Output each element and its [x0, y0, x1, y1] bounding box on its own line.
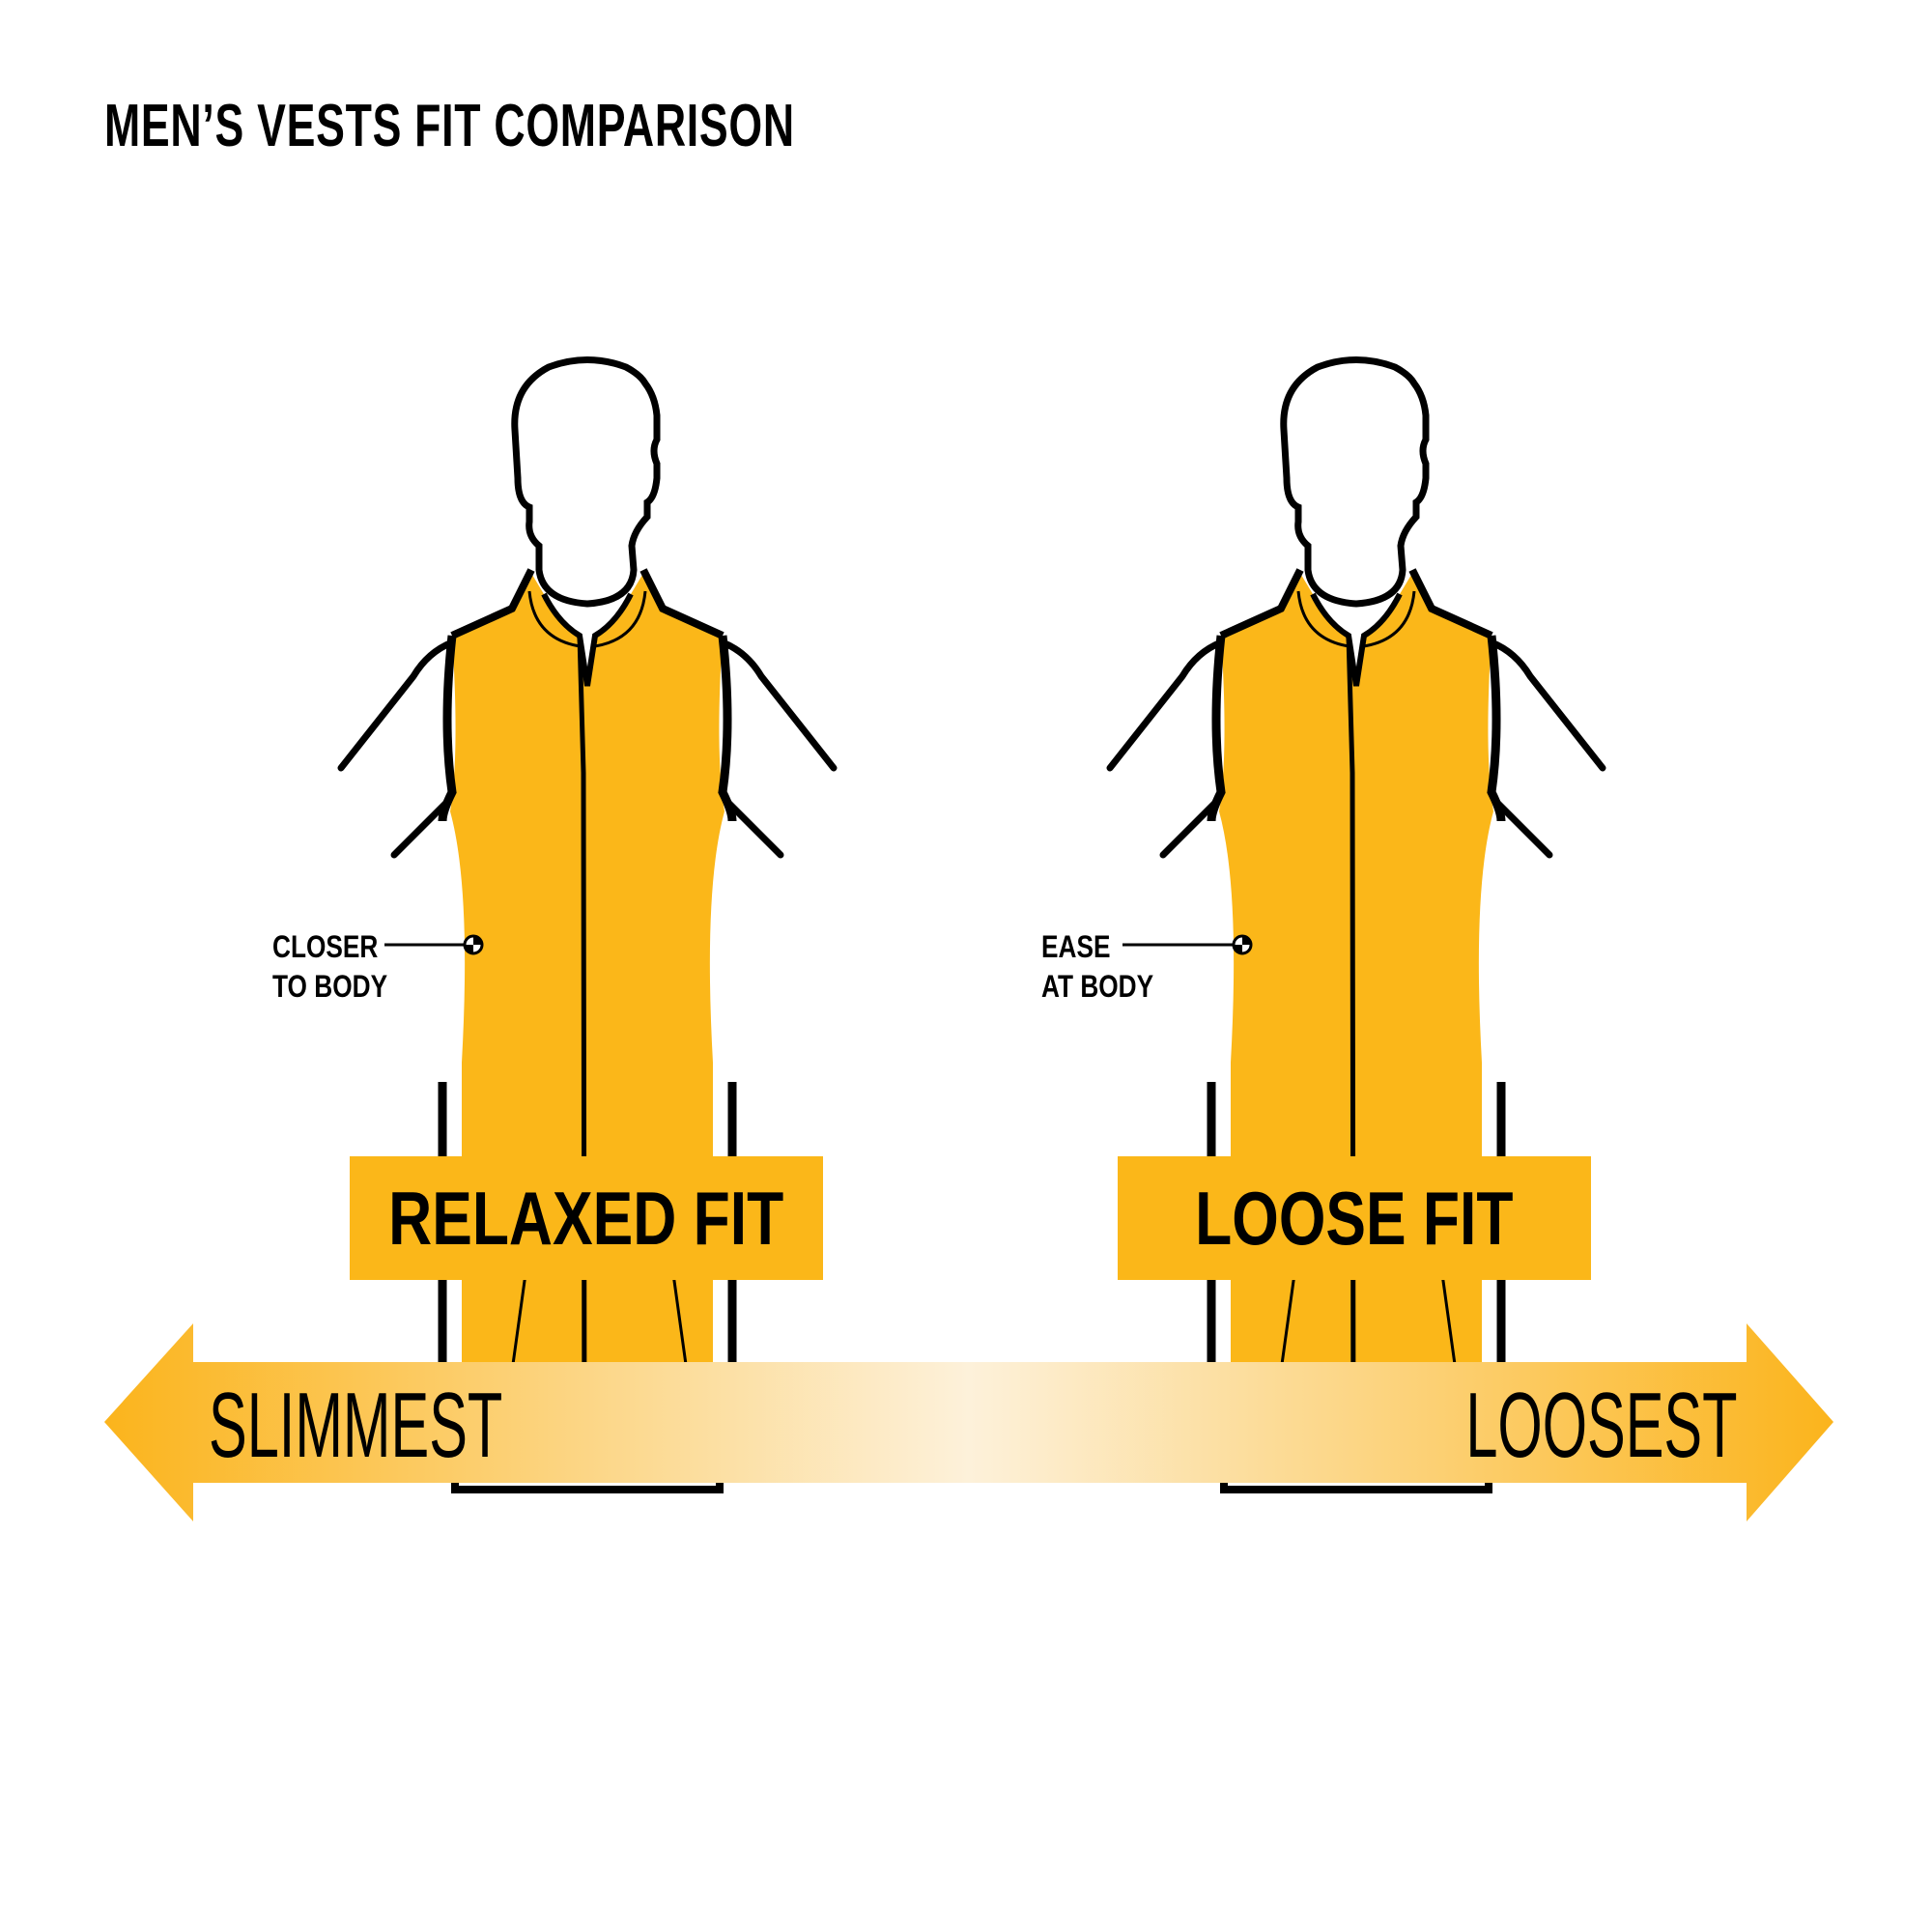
slimmest-label: SLIMMEST [209, 1374, 503, 1477]
ease-at-body-marker-icon [1122, 934, 1253, 955]
callout-line-2: TO BODY [272, 969, 388, 1004]
loose-fit-text: LOOSE FIT [1195, 1175, 1514, 1261]
page-title: MEN’S VESTS FIT COMPARISON [104, 93, 795, 159]
closer-to-body-marker-icon [384, 934, 484, 955]
loosest-label: LOOSEST [1464, 1374, 1737, 1477]
relaxed-fit-text: RELAXED FIT [388, 1175, 784, 1261]
relaxed-fit-label: RELAXED FIT [350, 1156, 823, 1280]
loose-fit-callout: EASE AT BODY [1041, 927, 1153, 1007]
callout-line-1: CLOSER [272, 929, 379, 964]
callout-line-1: EASE [1041, 929, 1111, 964]
fit-scale-arrow [104, 1323, 1833, 1521]
loose-fit-label: LOOSE FIT [1118, 1156, 1591, 1280]
relaxed-fit-callout: CLOSER TO BODY [272, 927, 387, 1007]
callout-line-2: AT BODY [1041, 969, 1154, 1004]
relaxed-fit-figure [341, 360, 834, 1491]
loose-fit-figure [1110, 360, 1603, 1491]
